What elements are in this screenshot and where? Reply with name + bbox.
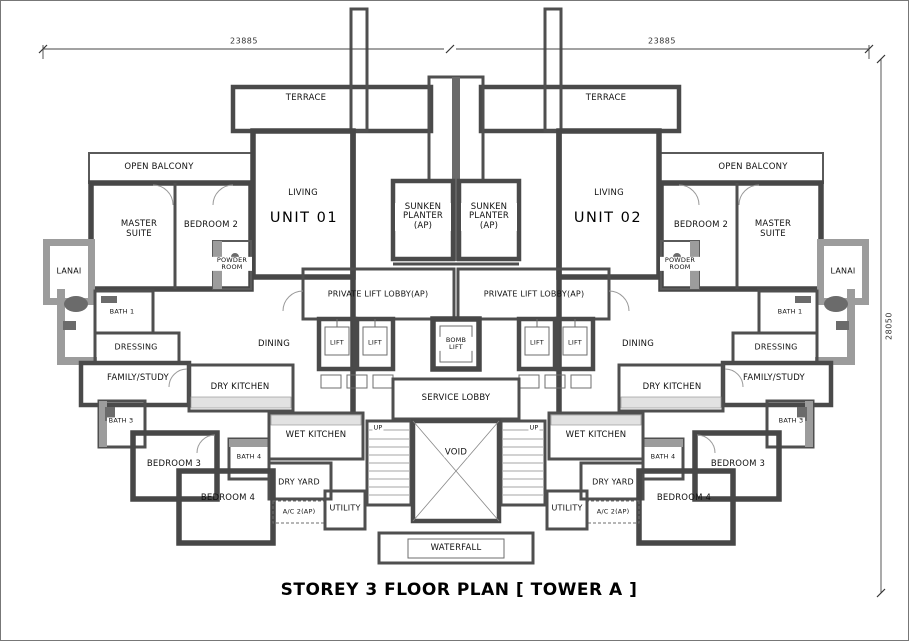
- room-label-waterfall: WATERFALL: [430, 543, 482, 553]
- room-label-bedroom4-right: BEDROOM 4: [656, 493, 712, 503]
- room-label-living-left: LIVING: [288, 188, 318, 198]
- room-label-dining-left: DINING: [257, 339, 291, 349]
- room-label-void: VOID: [443, 447, 469, 458]
- room-label-master-suite-right: MASTER SUITE: [754, 219, 792, 239]
- lift-label-left-2: LIFT: [367, 338, 383, 347]
- walls-right-half: [458, 9, 869, 543]
- room-label-wet-kitchen-right: WET KITCHEN: [565, 430, 627, 440]
- lift-label-right-2: LIFT: [529, 338, 545, 347]
- room-label-bath3-right: BATH 3: [777, 416, 805, 425]
- room-label-dry-kitchen-right: DRY KITCHEN: [642, 382, 702, 392]
- room-label-private-lift-lobby-right: PRIVATE LIFT LOBBY(AP): [483, 289, 585, 299]
- room-label-terrace-right: TERRACE: [585, 93, 627, 103]
- room-label-bath1-right: BATH 1: [776, 307, 804, 316]
- room-label-service-lobby: SERVICE LOBBY: [421, 393, 491, 403]
- room-label-wet-kitchen-left: WET KITCHEN: [285, 430, 347, 440]
- room-label-private-lift-lobby-left: PRIVATE LIFT LOBBY(AP): [327, 289, 429, 299]
- room-label-utility-left: UTILITY: [328, 503, 362, 514]
- room-label-family-study-left: FAMILY/STUDY: [107, 373, 169, 383]
- room-label-dry-yard-right: DRY YARD: [592, 477, 634, 487]
- room-label-utility-right: UTILITY: [550, 503, 584, 514]
- room-label-bedroom3-left: BEDROOM 3: [146, 459, 202, 469]
- room-label-bath1-left: BATH 1: [108, 307, 136, 316]
- lift-label-right-1: LIFT: [567, 338, 583, 347]
- room-label-open-balcony-left: OPEN BALCONY: [124, 162, 194, 172]
- unit-02-label: UNIT 02: [573, 210, 643, 226]
- room-label-powder-right: POWDER ROOM: [660, 256, 700, 272]
- ac-label-left: A/C 2(AP): [281, 507, 317, 516]
- room-label-bedroom2-left: BEDROOM 2: [183, 220, 239, 230]
- bomb-lift-label: BOMB LIFT: [439, 336, 473, 352]
- room-label-bedroom4-left: BEDROOM 4: [200, 493, 256, 503]
- room-label-dry-kitchen-left: DRY KITCHEN: [210, 382, 270, 392]
- room-label-bath4-left: BATH 4: [235, 452, 263, 461]
- room-label-family-study-right: FAMILY/STUDY: [743, 373, 805, 383]
- up-label-right: UP: [528, 423, 540, 432]
- dimension-lines: [38, 44, 886, 598]
- room-label-terrace-left: TERRACE: [285, 93, 327, 103]
- room-label-sunken-planter-right: SUNKEN PLANTER (AP): [461, 202, 517, 232]
- room-label-powder-left: POWDER ROOM: [212, 256, 252, 272]
- room-label-living-right: LIVING: [594, 188, 624, 198]
- central-core: [377, 75, 535, 565]
- dimension-right-side: 28050: [884, 312, 894, 340]
- drawing-title: STOREY 3 FLOOR PLAN [ TOWER A ]: [280, 580, 638, 600]
- room-label-bedroom3-right: BEDROOM 3: [710, 459, 766, 469]
- walls-left-half: [43, 7, 456, 546]
- room-label-bath3-left: BATH 3: [107, 416, 135, 425]
- room-label-dry-yard-left: DRY YARD: [278, 477, 320, 487]
- dimension-top-right: 23885: [648, 36, 676, 46]
- room-label-bath4-right: BATH 4: [649, 452, 677, 461]
- room-label-dressing-right: DRESSING: [754, 342, 798, 352]
- room-label-sunken-planter-left: SUNKEN PLANTER (AP): [395, 202, 451, 232]
- up-label-left: UP: [372, 423, 384, 432]
- room-label-open-balcony-right: OPEN BALCONY: [718, 162, 788, 172]
- room-label-bedroom2-right: BEDROOM 2: [673, 220, 729, 230]
- lift-label-left-1: LIFT: [329, 338, 345, 347]
- room-label-dressing-left: DRESSING: [114, 342, 158, 352]
- room-label-lanai-left: LANAI: [56, 266, 82, 276]
- room-label-dining-right: DINING: [621, 339, 655, 349]
- room-label-lanai-right: LANAI: [830, 266, 856, 276]
- ac-label-right: A/C 2(AP): [595, 507, 631, 516]
- unit-01-label: UNIT 01: [269, 210, 339, 226]
- room-label-master-suite-left: MASTER SUITE: [120, 219, 158, 239]
- dimension-top-left: 23885: [230, 36, 258, 46]
